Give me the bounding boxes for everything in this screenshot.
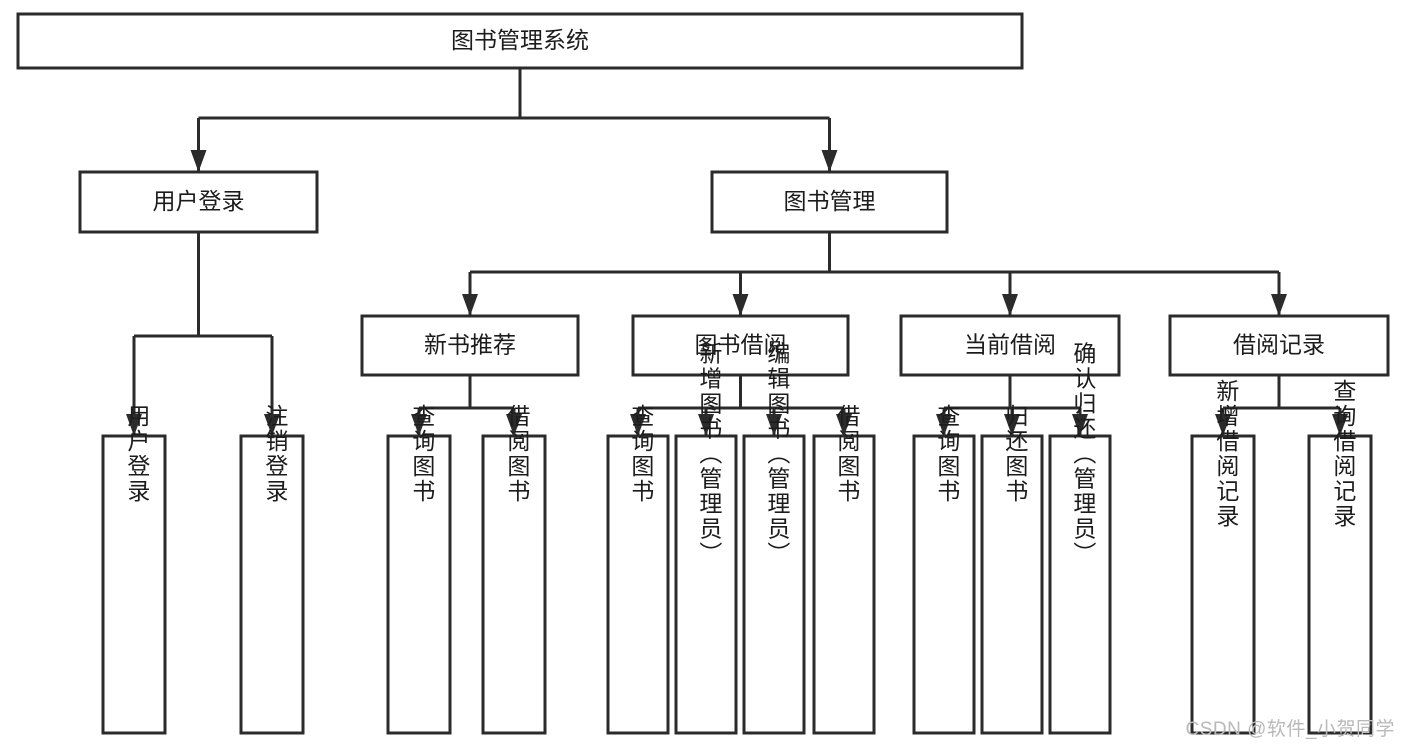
node-leaf-confirm-return-admin[interactable]: 确认归还（管理员） — [1048, 342, 1112, 735]
node-box — [674, 434, 738, 735]
node-box — [631, 314, 850, 377]
arrow-head-icon — [1215, 414, 1231, 436]
node-box — [912, 434, 976, 735]
node-box — [101, 434, 167, 735]
node-leaf-return-book[interactable]: 归还图书 — [980, 404, 1044, 735]
node-leaf-query-book-current[interactable]: 查询图书 — [912, 404, 976, 735]
node-box — [78, 170, 319, 234]
arrow-head-icon — [126, 414, 142, 436]
node-label: 查询图书 — [628, 404, 655, 504]
node-new-book-recommend[interactable]: 新书推荐 — [360, 314, 580, 377]
arrow-head-icon — [732, 294, 749, 316]
arrow-head-icon — [766, 414, 782, 436]
node-root[interactable]: 图书管理系统 — [16, 12, 1024, 70]
node-box — [980, 434, 1044, 735]
arrow-head-icon — [1332, 414, 1348, 436]
node-box — [1307, 434, 1373, 735]
node-label: 图书管理系统 — [451, 27, 589, 53]
arrow-head-icon — [1072, 414, 1088, 436]
node-leaf-add-book-admin[interactable]: 新增图书（管理员） — [674, 342, 738, 735]
node-label: 当前借阅 — [964, 332, 1056, 358]
node-label: 用户登录 — [124, 404, 151, 504]
arrow-head-icon — [836, 414, 852, 436]
node-box — [1190, 434, 1256, 735]
node-label: 借阅图书 — [504, 404, 531, 504]
node-box — [1168, 314, 1390, 377]
node-leaf-logout[interactable]: 注销登录 — [239, 404, 305, 735]
node-label: 归还图书 — [1002, 404, 1029, 504]
arrow-head-icon — [698, 414, 714, 436]
node-box — [239, 434, 305, 735]
node-leaf-edit-book-admin[interactable]: 编辑图书（管理员） — [742, 342, 806, 735]
node-leaf-query-borrow-record[interactable]: 查询借阅记录 — [1307, 379, 1373, 735]
arrow-head-icon — [1004, 414, 1020, 436]
node-book-borrow[interactable]: 图书借阅 — [631, 314, 850, 377]
node-label: 用户登录 — [153, 188, 245, 214]
node-box — [16, 12, 1024, 70]
node-current-borrow[interactable]: 当前借阅 — [899, 314, 1121, 377]
node-user-login[interactable]: 用户登录 — [78, 170, 319, 234]
node-box — [710, 170, 949, 234]
node-label: 借阅记录 — [1233, 332, 1325, 358]
arrow-head-icon — [630, 414, 646, 436]
node-leaf-borrow-book-recommend[interactable]: 借阅图书 — [481, 404, 547, 735]
node-label: 查询图书 — [934, 404, 961, 504]
node-leaf-borrow-book[interactable]: 借阅图书 — [812, 404, 876, 735]
node-box — [606, 434, 670, 735]
node-box — [899, 314, 1121, 377]
node-label: 新增图书（管理员） — [696, 342, 723, 567]
node-box — [1048, 434, 1112, 735]
node-label: 查询借阅记录 — [1330, 379, 1357, 529]
node-box — [812, 434, 876, 735]
arrow-head-icon — [936, 414, 952, 436]
node-label: 确认归还（管理员） — [1070, 342, 1097, 567]
node-leaf-add-borrow-record[interactable]: 新增借阅记录 — [1190, 379, 1256, 735]
arrow-head-icon — [1002, 294, 1018, 316]
connectors-layer — [126, 68, 1348, 436]
arrow-head-icon — [190, 150, 207, 172]
node-box — [481, 434, 547, 735]
node-label: 新增借阅记录 — [1213, 379, 1240, 529]
node-box — [386, 434, 452, 735]
node-leaf-query-book-borrow[interactable]: 查询图书 — [606, 404, 670, 735]
node-leaf-user-login[interactable]: 用户登录 — [101, 404, 167, 735]
arrow-head-icon — [411, 414, 427, 436]
nodes-layer: 图书管理系统用户登录图书管理新书推荐图书借阅当前借阅借阅记录用户登录注销登录查询… — [16, 12, 1390, 735]
node-book-manage[interactable]: 图书管理 — [710, 170, 949, 234]
node-box — [360, 314, 580, 377]
node-borrow-record[interactable]: 借阅记录 — [1168, 314, 1390, 377]
arrow-head-icon — [264, 414, 280, 436]
node-label: 新书推荐 — [424, 332, 516, 358]
arrow-head-icon — [462, 294, 478, 316]
node-label: 编辑图书（管理员） — [764, 342, 791, 567]
arrow-head-icon — [1271, 294, 1287, 316]
node-label: 图书管理 — [784, 188, 876, 214]
arrow-head-icon — [506, 414, 522, 436]
node-label: 查询图书 — [409, 404, 436, 504]
node-leaf-query-book-recommend[interactable]: 查询图书 — [386, 404, 452, 735]
node-label: 图书借阅 — [695, 332, 787, 358]
node-label: 注销登录 — [262, 404, 289, 504]
node-box — [742, 434, 806, 735]
node-label: 借阅图书 — [834, 404, 861, 504]
arrow-head-icon — [821, 150, 838, 172]
